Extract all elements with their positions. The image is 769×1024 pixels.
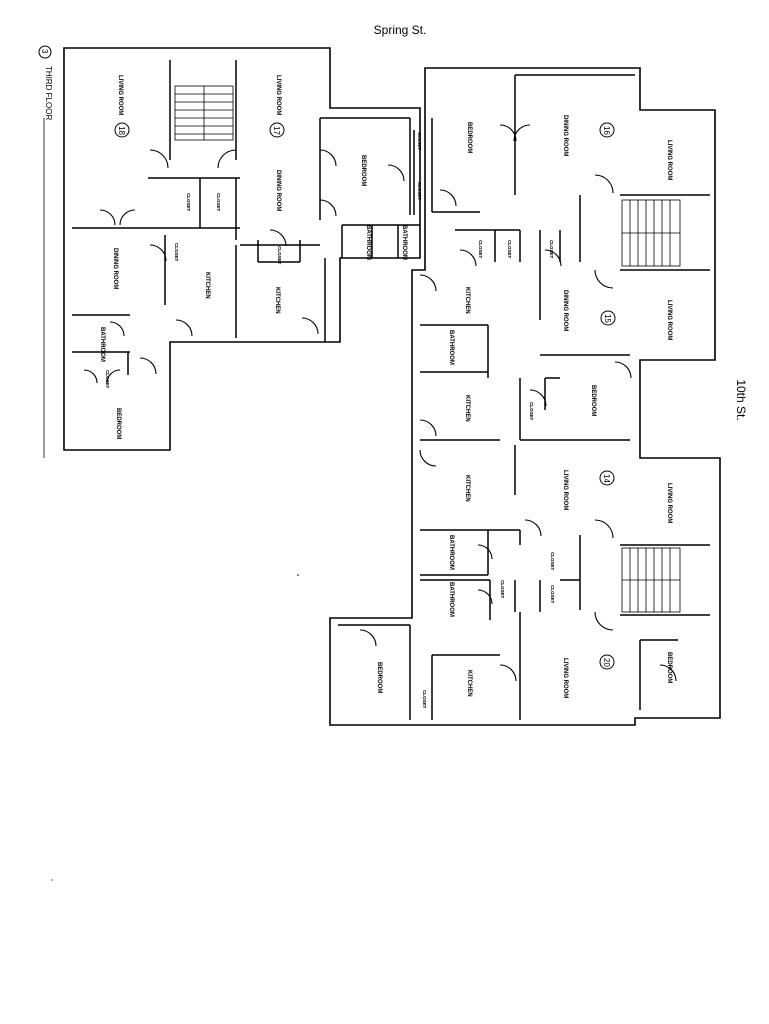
room-label-closet-17c: CLOSET bbox=[277, 246, 282, 265]
room-label-closet-18a: CLOSET bbox=[186, 193, 191, 212]
room-label-bedroom-20b: BEDROOM bbox=[666, 652, 672, 683]
stairs-right-upper bbox=[621, 199, 681, 267]
room-label-dining-16: DINING ROOM bbox=[562, 115, 568, 156]
room-label-bathroom-15: BATHROOM bbox=[448, 330, 454, 365]
floor-number: 3 bbox=[40, 49, 49, 54]
room-label-closet-17b: CLOSET bbox=[417, 182, 422, 201]
room-label-kitchen-16: KITCHEN bbox=[464, 287, 470, 314]
room-label-closet-16c: CLOSET bbox=[549, 240, 554, 259]
unit-18-marker: 18 bbox=[114, 122, 130, 138]
right-wing-walls bbox=[338, 74, 710, 720]
unit-15-label: 15 bbox=[603, 314, 612, 323]
room-label-closet-17a: CLOSET bbox=[417, 132, 422, 151]
unit-17-label: 17 bbox=[272, 126, 281, 135]
room-label-bedroom-15: BEDROOM bbox=[590, 385, 596, 416]
room-labels: LIVING ROOM DINING ROOM KITCHEN BATHROOM… bbox=[99, 75, 672, 709]
unit-20-label: 20 bbox=[602, 658, 611, 667]
unit-numbers: 18 17 16 15 14 20 bbox=[114, 122, 616, 670]
room-label-living-14a: LIVING ROOM bbox=[562, 470, 568, 510]
room-label-living-20: LIVING ROOM bbox=[562, 658, 568, 698]
room-label-bathroom-14: BATHROOM bbox=[448, 535, 454, 570]
room-label-closet-18c: CLOSET bbox=[174, 243, 179, 262]
stairs-left bbox=[174, 85, 234, 141]
floor-indicator: 3 THIRD FLOOR bbox=[38, 45, 53, 458]
room-label-living-14b: LIVING ROOM bbox=[666, 483, 672, 523]
room-label-bedroom-17: BEDROOM bbox=[360, 155, 366, 186]
room-label-living-18: LIVING ROOM bbox=[117, 75, 123, 115]
street-label-east: 10th St. bbox=[734, 379, 748, 420]
room-label-kitchen-17: KITCHEN bbox=[274, 287, 280, 314]
unit-20-marker: 20 bbox=[599, 654, 615, 670]
room-label-bedroom-18: BEDROOM bbox=[115, 408, 121, 439]
room-label-closet-20b: CLOSET bbox=[550, 585, 555, 604]
left-wing-walls bbox=[72, 60, 420, 375]
room-label-living-17: LIVING ROOM bbox=[275, 75, 281, 115]
room-label-dining-17: DINING ROOM bbox=[275, 170, 281, 211]
unit-18-label: 18 bbox=[117, 126, 126, 135]
unit-15-marker: 15 bbox=[600, 310, 616, 326]
room-label-bedroom-16: BEDROOM bbox=[466, 122, 472, 153]
room-label-bathroom-17a: BATHROOM bbox=[365, 225, 371, 260]
room-label-closet-14: CLOSET bbox=[550, 552, 555, 571]
room-label-closet-15: CLOSET bbox=[529, 402, 534, 421]
street-label-north: Spring St. bbox=[374, 23, 427, 37]
unit-16-label: 16 bbox=[602, 126, 611, 135]
room-label-closet-18d: CLOSET bbox=[105, 370, 110, 389]
room-label-dining-15: DINING ROOM bbox=[562, 290, 568, 331]
right-wing-outline bbox=[329, 67, 721, 726]
scan-dot bbox=[51, 879, 53, 881]
room-label-bedroom-20a: BEDROOM bbox=[376, 662, 382, 693]
room-label-kitchen-14: KITCHEN bbox=[464, 475, 470, 502]
room-label-closet-16b: CLOSET bbox=[507, 240, 512, 259]
door-swings bbox=[83, 124, 677, 682]
room-label-living-15: LIVING ROOM bbox=[666, 300, 672, 340]
room-label-closet-20a: CLOSET bbox=[500, 580, 505, 599]
unit-17-marker: 17 bbox=[269, 122, 285, 138]
stairs-right-lower bbox=[621, 547, 681, 613]
room-label-living-16: LIVING ROOM bbox=[666, 140, 672, 180]
room-label-dining-18: DINING ROOM bbox=[112, 248, 118, 289]
room-label-kitchen-20: KITCHEN bbox=[466, 670, 472, 697]
room-label-closet-20c: CLOSET bbox=[422, 690, 427, 709]
unit-16-marker: 16 bbox=[599, 122, 615, 138]
floor-label: THIRD FLOOR bbox=[44, 66, 53, 120]
room-label-kitchen-15: KITCHEN bbox=[464, 395, 470, 422]
room-label-closet-16a: CLOSET bbox=[478, 240, 483, 259]
room-label-closet-18b: CLOSET bbox=[216, 193, 221, 212]
room-label-bathroom-18: BATHROOM bbox=[99, 327, 105, 362]
floor-number-circle bbox=[38, 45, 52, 59]
room-label-kitchen-18: KITCHEN bbox=[204, 272, 210, 299]
unit-14-marker: 14 bbox=[599, 470, 615, 486]
room-label-bathroom-17b: BATHROOM bbox=[401, 225, 407, 260]
unit-14-label: 14 bbox=[602, 474, 611, 483]
room-label-bathroom-20: BATHROOM bbox=[448, 582, 454, 617]
scan-dot bbox=[297, 574, 299, 576]
left-wing-outline bbox=[63, 47, 421, 451]
